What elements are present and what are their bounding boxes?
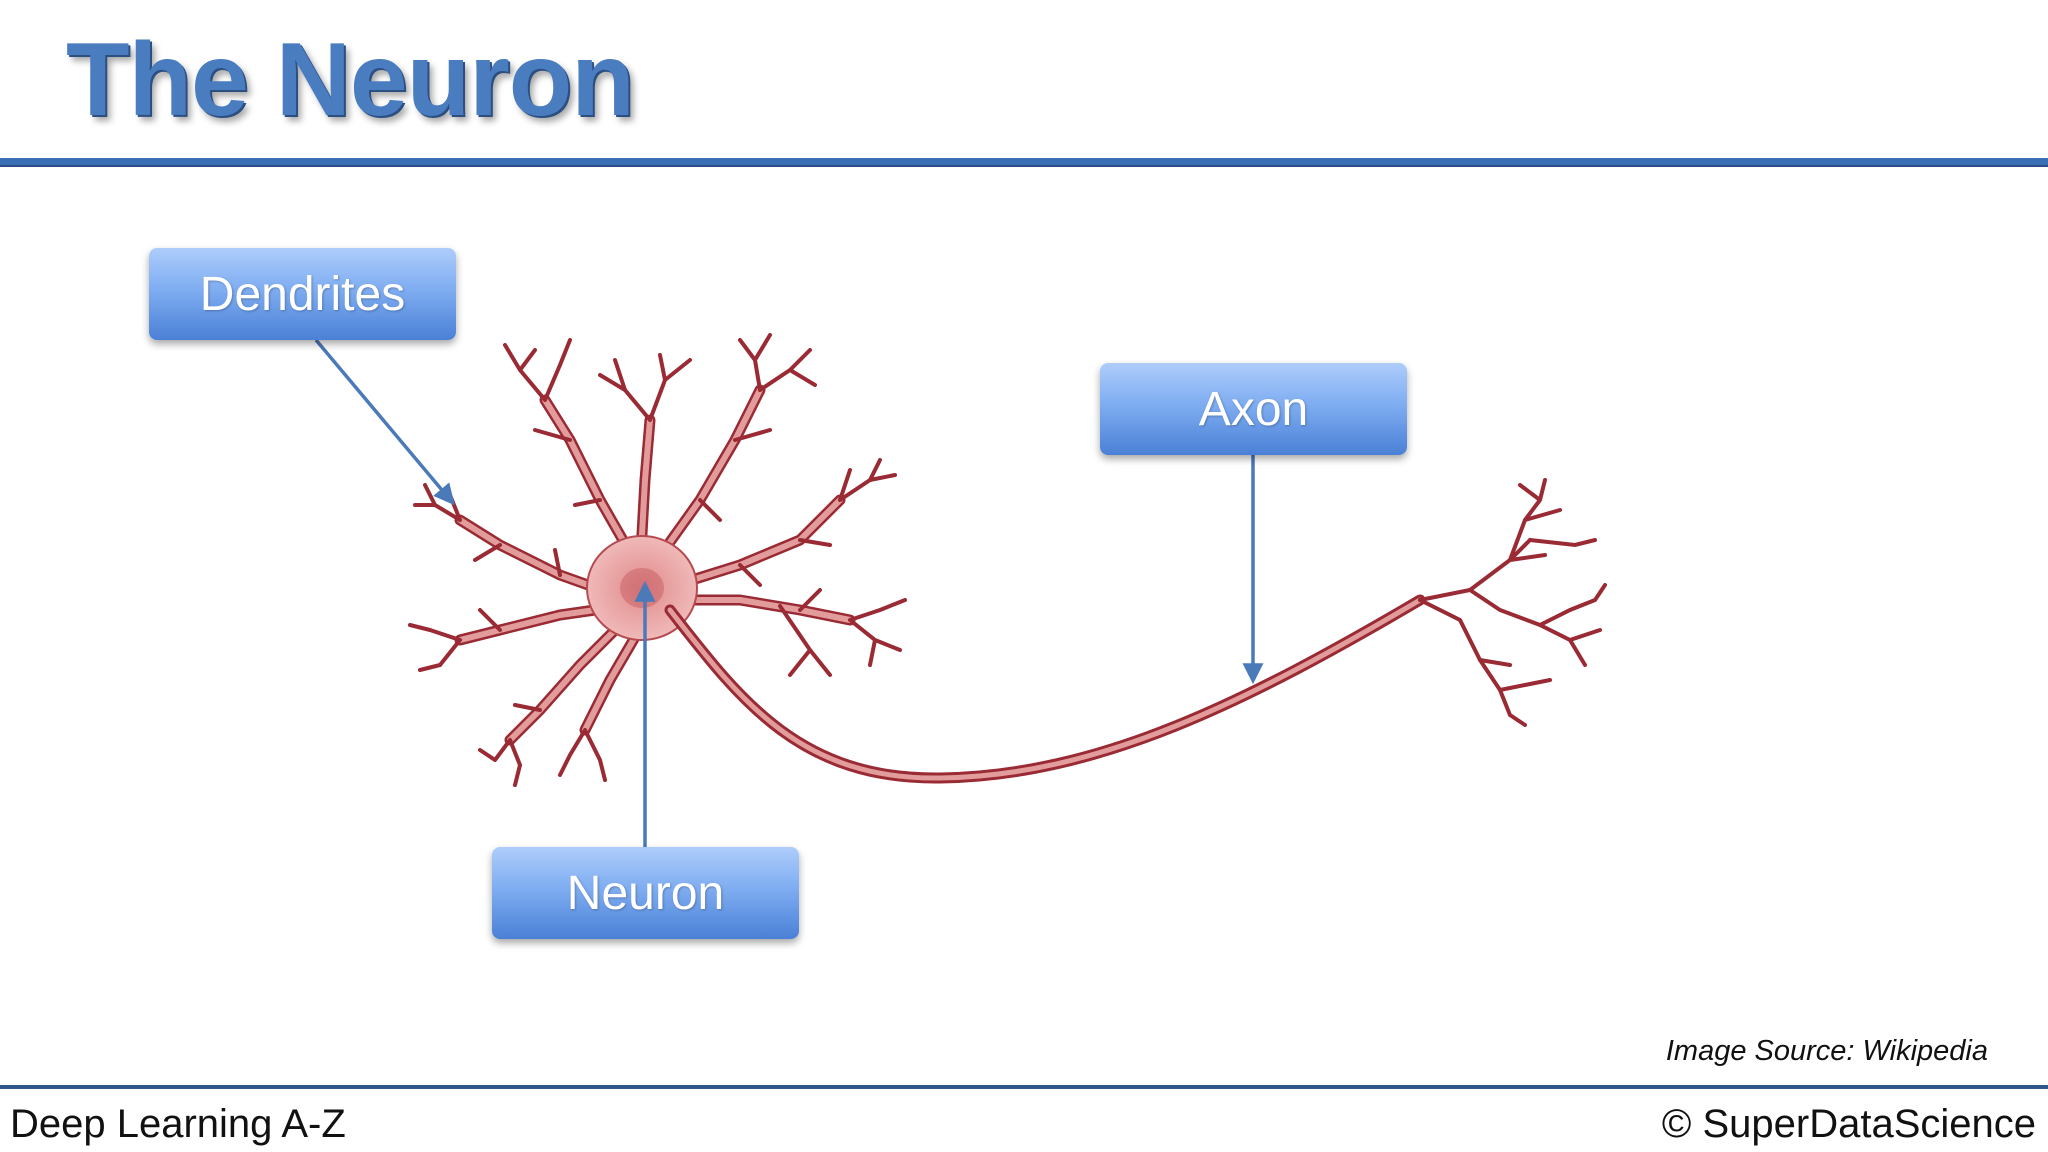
dendrites-arrow: [314, 338, 455, 506]
course-name: Deep Learning A-Z: [10, 1102, 346, 1146]
neuron-label: Neuron: [492, 847, 799, 939]
footer-divider: [0, 1085, 2048, 1089]
axon-terminal-illustration: [1418, 478, 1607, 727]
slide-title: The Neuron: [66, 22, 635, 138]
copyright-notice: © SuperDataScience: [1661, 1102, 2036, 1146]
axon-label: Axon: [1100, 363, 1407, 455]
image-source-caption: Image Source: Wikipedia: [1665, 1035, 1988, 1067]
axon-illustration: [664, 594, 1426, 784]
dendrites-label: Dendrites: [149, 248, 456, 340]
pointer-arrows: [314, 338, 1264, 847]
title-divider: [0, 158, 2048, 167]
